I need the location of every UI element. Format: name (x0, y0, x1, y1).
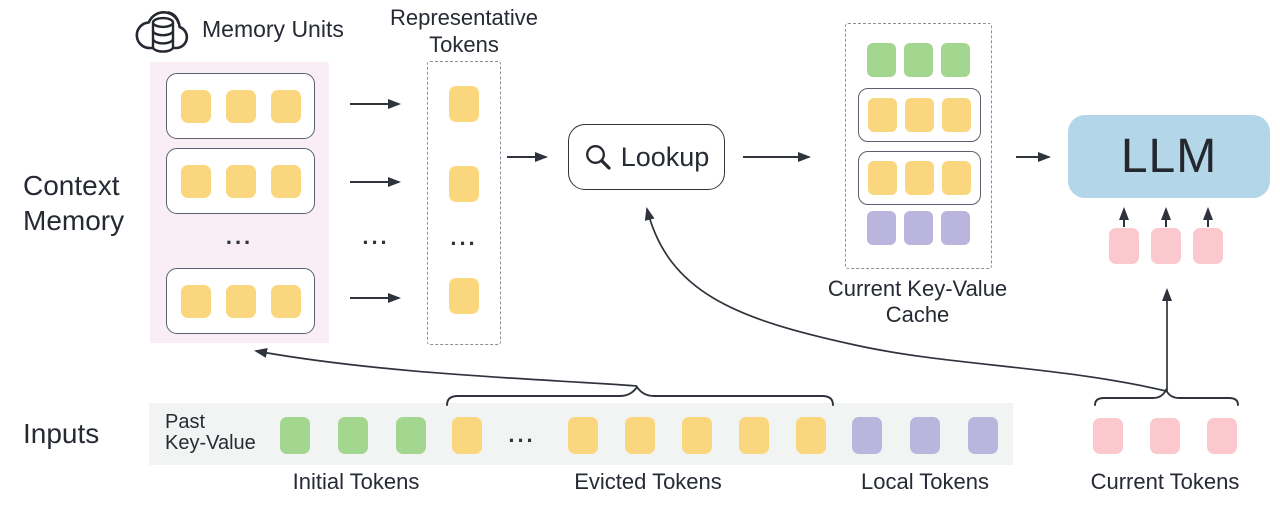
token (868, 161, 897, 195)
token (449, 278, 479, 314)
token (739, 417, 769, 454)
token (682, 417, 712, 454)
token (941, 43, 970, 77)
lookup-label: Lookup (620, 141, 710, 172)
token (1193, 228, 1223, 264)
token (1109, 228, 1139, 264)
context-memory-label: Context Memory (23, 170, 125, 236)
token (270, 284, 301, 318)
memory-unit-row (166, 268, 315, 334)
token (1207, 418, 1237, 454)
representative-ellipsis: ... (450, 225, 478, 250)
representative-token (449, 166, 479, 202)
token (905, 98, 934, 132)
token (1093, 418, 1123, 454)
token (180, 89, 211, 123)
llm-label: LLM (1120, 130, 1218, 183)
current-tokens-caption: Current Tokens (1090, 469, 1240, 494)
token (968, 417, 998, 454)
token (449, 86, 479, 122)
cache-memory-unit-row (858, 88, 981, 142)
token (452, 417, 482, 454)
token (449, 166, 479, 202)
memory-unit-row (166, 148, 315, 214)
inputs-label: Inputs (23, 418, 100, 449)
initial-token-group (280, 417, 426, 454)
token (180, 284, 211, 318)
token (1150, 418, 1180, 454)
local-tokens-caption: Local Tokens (860, 469, 989, 494)
past-key-value-label: Past Key-Value (165, 411, 256, 454)
token (942, 98, 971, 132)
token (904, 211, 933, 245)
cache-local-token-row (846, 211, 991, 245)
token (396, 417, 426, 454)
token (942, 161, 971, 195)
strip-ellipsis: ... (508, 422, 536, 447)
evicted-tokens-caption: Evicted Tokens (574, 469, 722, 494)
token (867, 211, 896, 245)
token (1151, 228, 1181, 264)
representative-tokens-box: ... (427, 61, 501, 345)
token (270, 164, 301, 198)
memory-cloud-database-icon (135, 11, 189, 53)
token (904, 43, 933, 77)
current-kv-cache-box (845, 23, 992, 269)
token (905, 161, 934, 195)
representative-token (449, 278, 479, 314)
token (338, 417, 368, 454)
search-icon (585, 145, 611, 170)
token (270, 89, 301, 123)
token (852, 417, 882, 454)
current-kv-cache-label: Current Key-Value Cache (827, 276, 1008, 327)
token (941, 211, 970, 245)
context-memory-panel: ... (150, 62, 329, 343)
token (280, 417, 310, 454)
token (910, 417, 940, 454)
current-tokens-brace (1094, 387, 1239, 406)
representative-tokens-label: Representative Tokens (390, 5, 538, 57)
representative-token (449, 86, 479, 122)
initial-tokens-caption: Initial Tokens (292, 469, 420, 494)
current-token-group (1093, 418, 1237, 454)
evicted-token-head (452, 417, 482, 454)
evicted-token-group (568, 417, 826, 454)
token (225, 284, 256, 318)
cache-initial-token-row (846, 43, 991, 77)
cache-memory-unit-row (858, 151, 981, 205)
token (225, 164, 256, 198)
token (568, 417, 598, 454)
token (180, 164, 211, 198)
arrow-evicted-to-context-memory (254, 348, 638, 387)
memory-ellipsis: ... (225, 224, 254, 249)
lookup-button: Lookup (568, 124, 725, 190)
between-ellipsis: ... (362, 224, 390, 249)
token (625, 417, 655, 454)
memory-unit-row (166, 73, 315, 139)
token (796, 417, 826, 454)
token (867, 43, 896, 77)
memory-units-label: Memory Units (202, 16, 344, 42)
token (868, 98, 897, 132)
local-token-group (852, 417, 998, 454)
token (225, 89, 256, 123)
llm-current-token-row (1109, 228, 1223, 264)
llm-box: LLM (1068, 115, 1270, 198)
